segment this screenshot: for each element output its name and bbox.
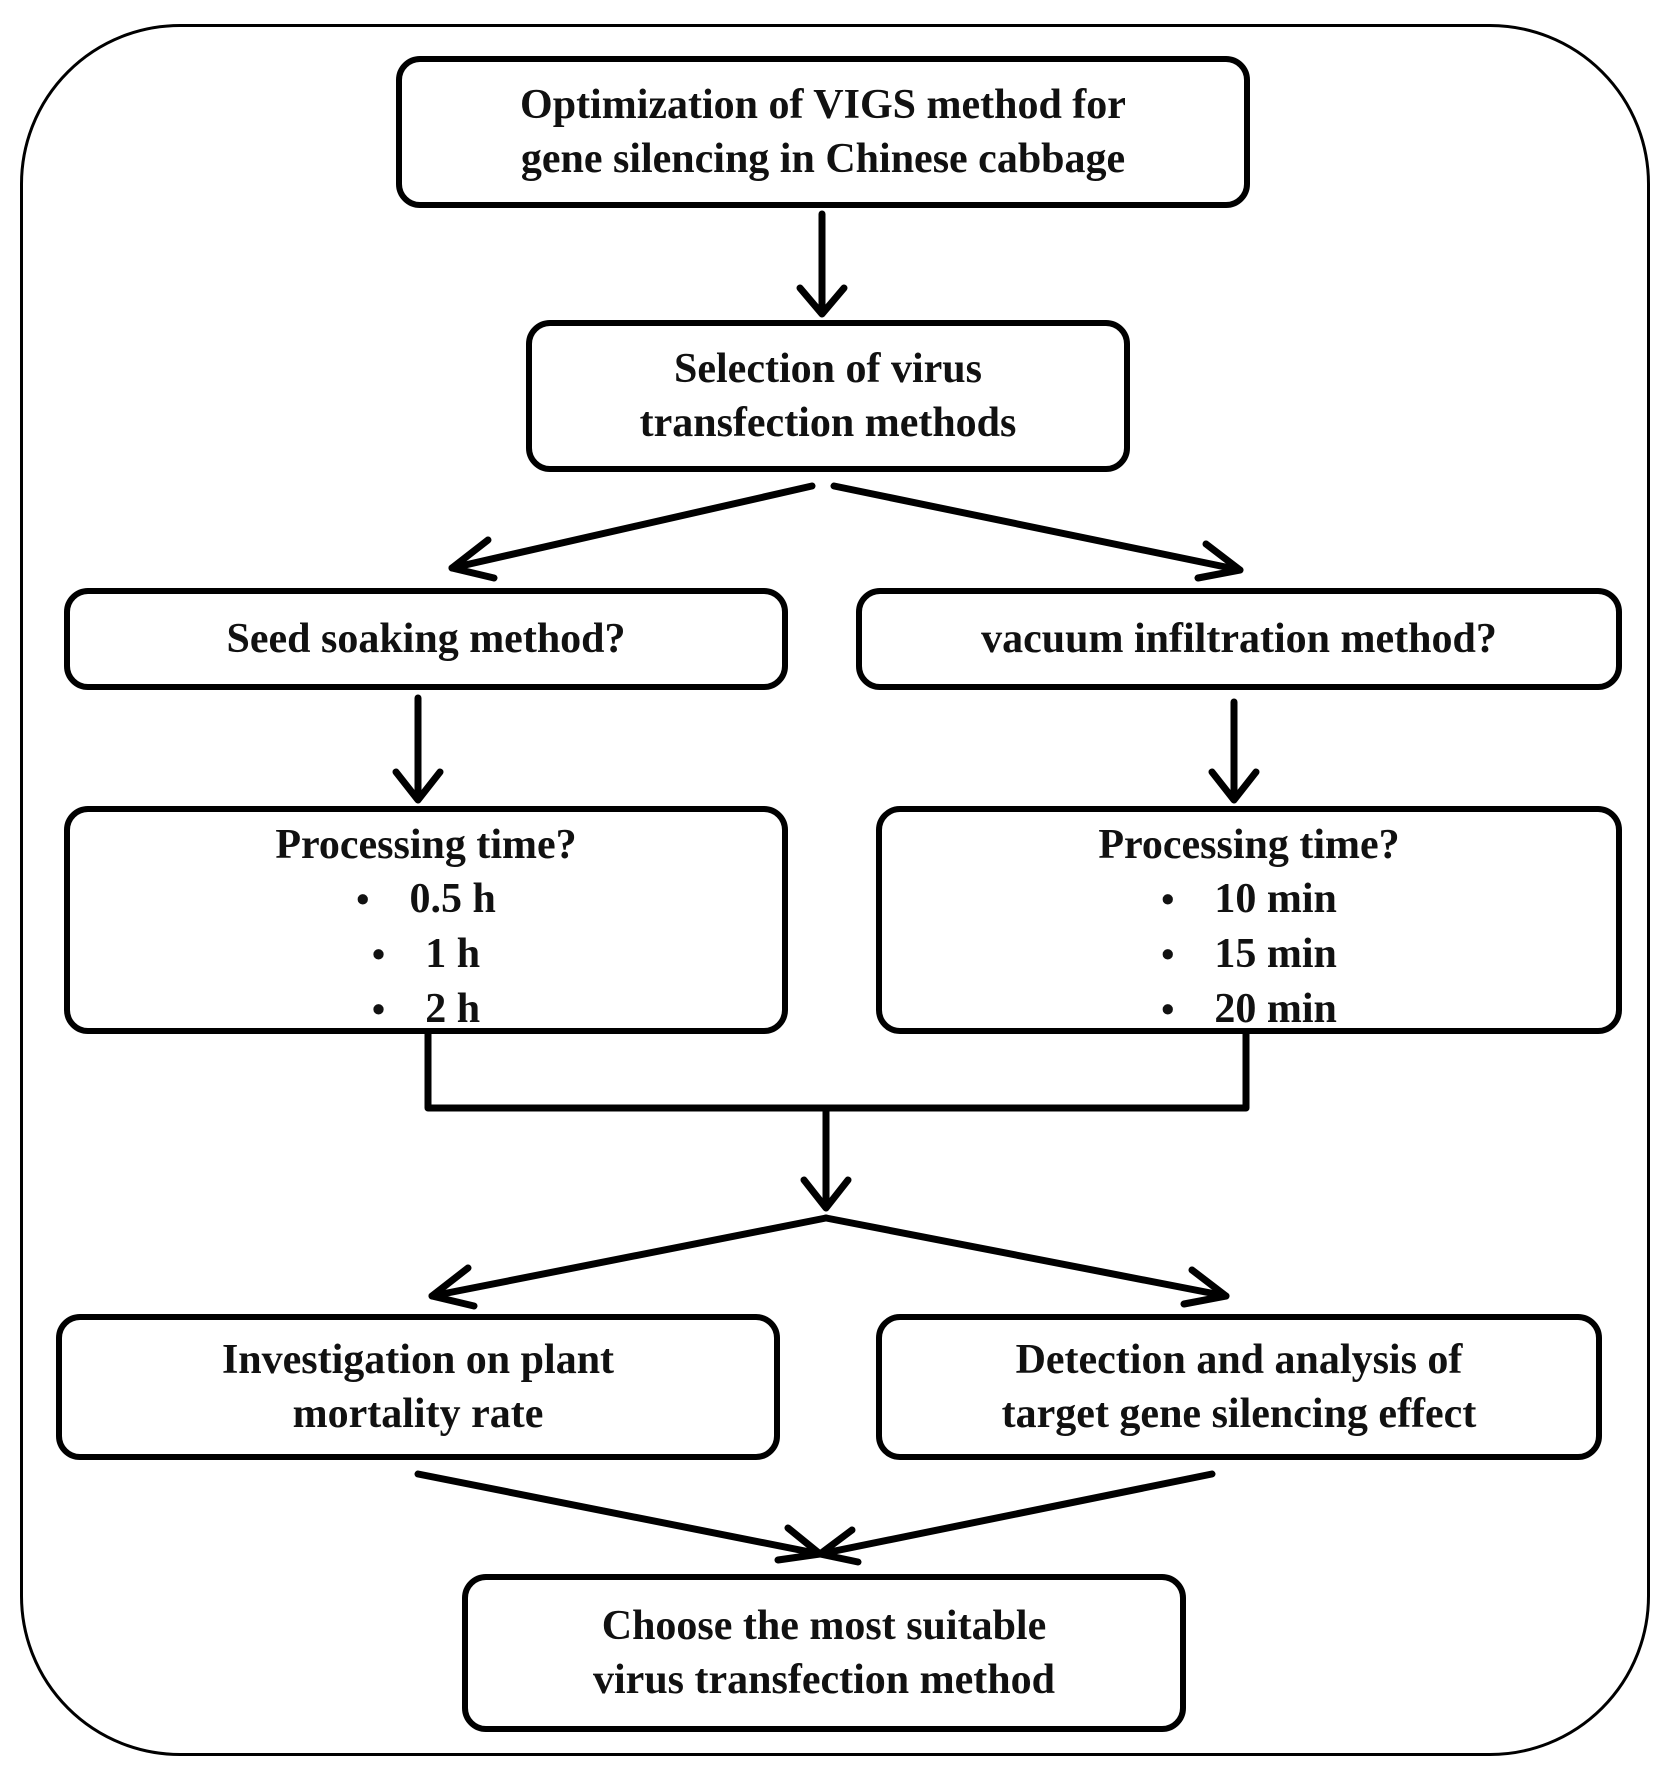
arrowhead-selection-to-seed <box>448 536 498 582</box>
node-mortality-line1: Investigation on plant <box>221 1337 615 1383</box>
node-detection-line1: Detection and analysis of <box>1015 1337 1463 1383</box>
arrow-detection-to-choose <box>816 1470 1216 1558</box>
arrowhead-start-to-selection <box>796 284 848 318</box>
node-choose-line1: Choose the most suitable <box>601 1603 1047 1649</box>
node-vacuum-time-item: •10 min <box>1161 872 1337 927</box>
arrow-selection-to-vacuum <box>830 482 1244 574</box>
node-vacuum-label: vacuum infiltration method? <box>981 616 1497 662</box>
arrowhead-vacuum-to-time <box>1208 768 1260 804</box>
node-vacuum-time: Processing time? •10 min •15 min •20 min <box>876 806 1622 1034</box>
arrowhead-split-to-mortality <box>428 1264 478 1310</box>
merge-bracket <box>424 1030 1250 1112</box>
arrowhead-merge-down <box>800 1176 852 1212</box>
node-selection: Selection of virus transfection methods <box>526 320 1130 472</box>
node-start: Optimization of VIGS method for gene sil… <box>396 56 1250 208</box>
arrowhead-detection-to-choose <box>816 1526 862 1566</box>
node-seed-time-item: •0.5 h <box>356 872 496 927</box>
node-seed-soaking-label: Seed soaking method? <box>226 616 626 662</box>
outer-frame <box>20 24 1650 1756</box>
node-choose: Choose the most suitable virus transfect… <box>462 1574 1186 1732</box>
node-detection-line2: target gene silencing effect <box>1001 1391 1477 1437</box>
arrow-split-to-mortality <box>428 1214 830 1300</box>
arrow-mortality-to-choose <box>414 1470 824 1558</box>
node-mortality-line2: mortality rate <box>292 1391 544 1437</box>
node-seed-time-item: •2 h <box>372 982 480 1037</box>
node-seed-time-title: Processing time? <box>275 822 577 868</box>
bullet-icon: • <box>371 989 386 1031</box>
arrowhead-split-to-detection <box>1180 1266 1230 1308</box>
node-selection-line1: Selection of virus <box>674 346 982 392</box>
node-vacuum-time-item: •20 min <box>1161 982 1337 1037</box>
node-seed-soaking: Seed soaking method? <box>64 588 788 690</box>
node-vacuum-time-item: •15 min <box>1161 927 1337 982</box>
node-mortality: Investigation on plant mortality rate <box>56 1314 780 1460</box>
bullet-icon: • <box>1161 879 1175 921</box>
node-selection-line2: transfection methods <box>639 400 1017 446</box>
bullet-icon: • <box>1161 989 1175 1031</box>
node-detection: Detection and analysis of target gene si… <box>876 1314 1602 1460</box>
node-vacuum-time-title: Processing time? <box>1098 822 1400 868</box>
node-choose-line2: virus transfection method <box>593 1657 1055 1703</box>
bullet-icon: • <box>1161 934 1175 976</box>
arrow-split-to-detection <box>822 1214 1230 1300</box>
arrowhead-selection-to-vacuum <box>1194 540 1244 582</box>
node-start-line2: gene silencing in Chinese cabbage <box>520 136 1126 182</box>
node-vacuum: vacuum infiltration method? <box>856 588 1622 690</box>
arrowhead-seed-to-time <box>392 768 444 804</box>
node-seed-time-item: •1 h <box>372 927 480 982</box>
node-seed-time: Processing time? •0.5 h •1 h •2 h <box>64 806 788 1034</box>
arrow-selection-to-seed <box>448 482 816 572</box>
node-start-line1: Optimization of VIGS method for <box>520 82 1126 128</box>
bullet-icon: • <box>356 879 370 921</box>
bullet-icon: • <box>371 934 386 976</box>
